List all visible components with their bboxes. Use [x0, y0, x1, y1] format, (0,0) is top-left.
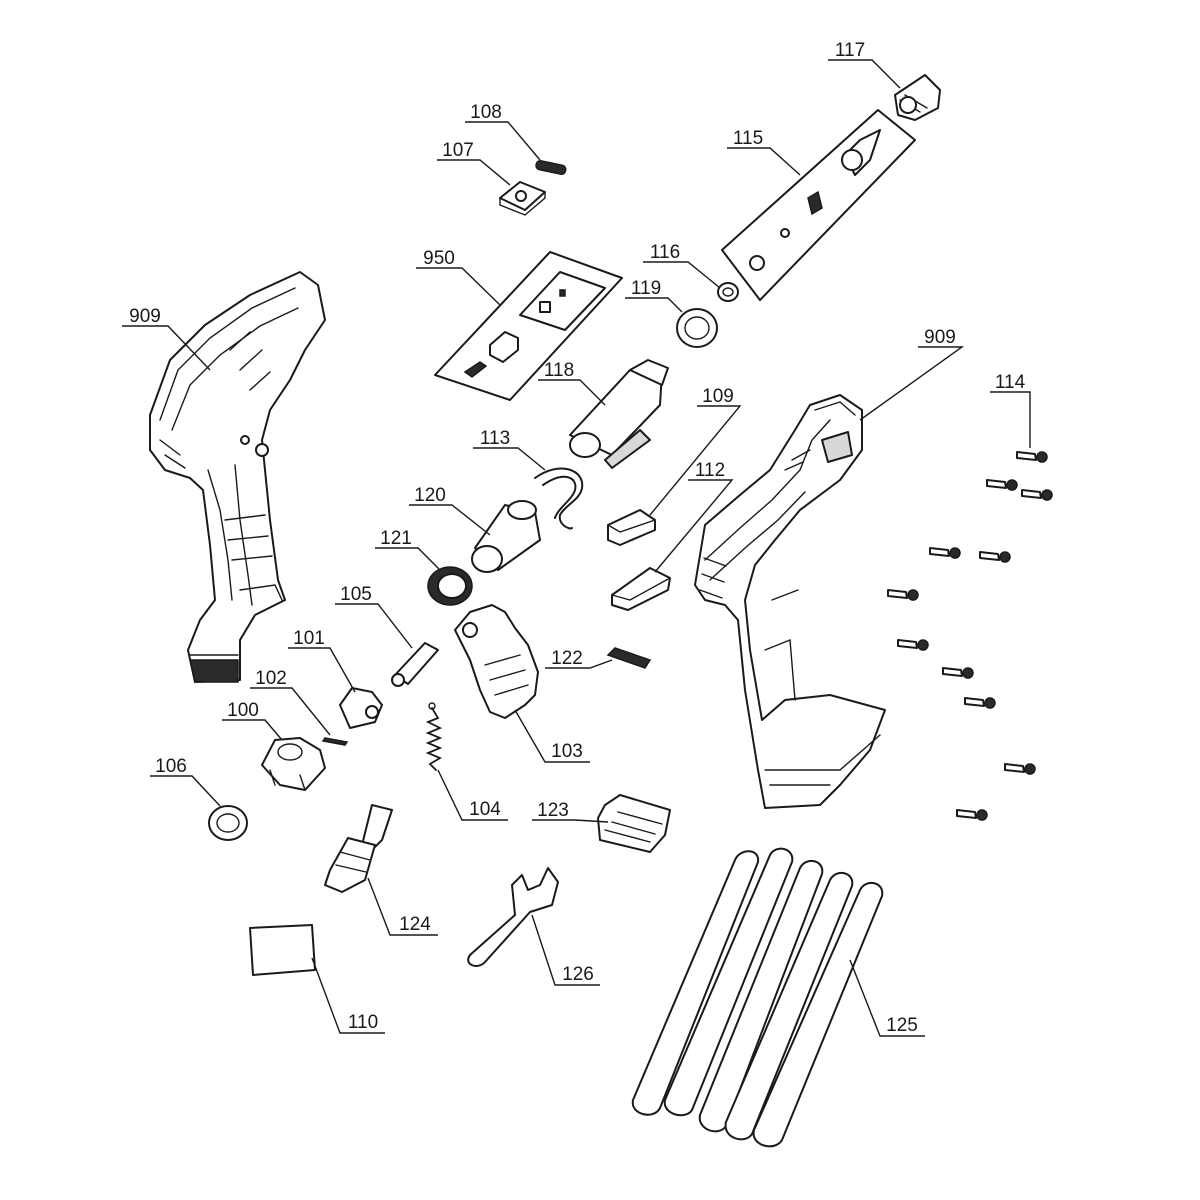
- callout-108: 108: [465, 102, 541, 161]
- label-106: 106: [155, 756, 187, 777]
- label-950: 950: [423, 248, 455, 269]
- pad-icon: [607, 509, 656, 546]
- callout-125: 125: [849, 959, 925, 1037]
- label-102: 102: [255, 668, 287, 689]
- label-124: 124: [399, 914, 431, 935]
- callout-102: 102: [250, 668, 331, 736]
- callout-909-right: 909: [859, 327, 965, 421]
- label-117: 117: [835, 40, 865, 61]
- heating-tube-icon: [569, 359, 669, 469]
- callout-120: 120: [409, 485, 491, 536]
- seal-strip-icon: [535, 159, 567, 176]
- trigger-icon: [454, 604, 539, 719]
- label-126: 126: [562, 964, 594, 985]
- label-109: 109: [702, 386, 734, 407]
- pcb-panel: [434, 251, 623, 401]
- callout-121: 121: [375, 528, 441, 571]
- callout-107: 107: [437, 140, 511, 186]
- callout-950: 950: [416, 248, 501, 306]
- callout-105: 105: [335, 584, 413, 649]
- label-909-right: 909: [924, 327, 956, 348]
- label-sheet-icon: [249, 924, 316, 976]
- label-123: 123: [537, 800, 569, 821]
- connector-plug-icon: [324, 804, 393, 893]
- battery-contact-icon: [597, 794, 671, 853]
- label-125: 125: [886, 1015, 918, 1036]
- spring-clip-icon: [534, 467, 584, 530]
- callout-126: 126: [531, 914, 600, 986]
- callout-117: 117: [828, 40, 901, 89]
- label-114: 114: [995, 372, 1026, 393]
- callout-115: 115: [727, 128, 801, 176]
- label-104: 104: [469, 799, 501, 820]
- label-120: 120: [414, 485, 446, 506]
- callout-123: 123: [532, 800, 609, 823]
- pad-large-icon: [611, 567, 671, 611]
- callout-113: 113: [473, 428, 546, 471]
- pin-icon: [321, 737, 349, 746]
- label-105: 105: [340, 584, 372, 605]
- callout-116: 116: [643, 242, 721, 289]
- callout-101: 101: [288, 628, 356, 693]
- label-909-left: 909: [129, 306, 161, 327]
- glue-stick-icon: [631, 847, 884, 1148]
- callout-110: 110: [311, 957, 385, 1034]
- o-ring-icon: [717, 282, 739, 302]
- callout-100: 100: [222, 700, 283, 741]
- ring-small-icon: [208, 805, 248, 841]
- label-116: 116: [650, 242, 680, 263]
- label-113: 113: [480, 428, 510, 449]
- screw-icon: [887, 451, 1053, 821]
- label-112: 112: [695, 460, 725, 481]
- label-115: 115: [733, 128, 763, 149]
- callout-124: 124: [367, 877, 438, 936]
- label-122: 122: [551, 648, 583, 669]
- glue-gun-housing-icon: [694, 394, 886, 809]
- callout-112: 112: [654, 460, 734, 573]
- switch-plate-icon: [499, 181, 546, 216]
- nozzle-sleeve-icon: [471, 500, 541, 573]
- spring-icon: [425, 702, 443, 771]
- label-108: 108: [470, 102, 502, 123]
- nozzle-kit-panel: [721, 109, 916, 301]
- callout-106: 106: [150, 756, 221, 807]
- callout-103: 103: [514, 709, 590, 763]
- callout-109: 109: [649, 386, 742, 516]
- connector-icon: [606, 647, 652, 669]
- washer-icon: [676, 308, 718, 348]
- label-100: 100: [227, 700, 259, 721]
- label-101: 101: [293, 628, 325, 649]
- callout-118: 118: [538, 360, 606, 406]
- switch-icon: [339, 687, 383, 729]
- label-110: 110: [348, 1012, 378, 1033]
- wrench-icon: [467, 867, 559, 967]
- callout-119: 119: [625, 278, 683, 313]
- left-housing-half-icon: [149, 271, 326, 683]
- callout-122: 122: [545, 648, 613, 669]
- callout-114: 114: [990, 372, 1031, 448]
- label-121: 121: [380, 528, 412, 549]
- nozzle-tip-icon: [894, 74, 941, 121]
- label-107: 107: [442, 140, 474, 161]
- label-103: 103: [551, 741, 583, 762]
- bracket-icon: [261, 737, 326, 791]
- label-119: 119: [631, 278, 661, 299]
- callout-104: 104: [437, 769, 508, 821]
- callout-909-left: 909: [122, 306, 211, 371]
- label-118: 118: [544, 360, 574, 381]
- ring-icon: [427, 566, 473, 606]
- trigger-pin-icon: [391, 642, 439, 687]
